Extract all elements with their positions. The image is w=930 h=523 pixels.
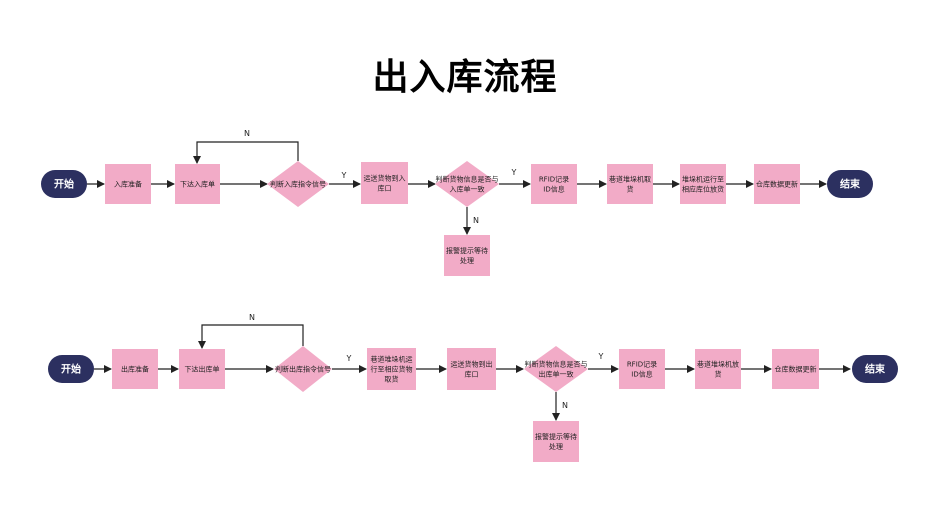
in-step-update bbox=[754, 164, 800, 204]
out-label-yes-1: Y bbox=[346, 354, 352, 363]
in-label-yes-1: Y bbox=[341, 171, 347, 180]
out-decision-match bbox=[524, 346, 588, 392]
out-loop-no bbox=[198, 324, 304, 349]
in-decision-match bbox=[435, 161, 499, 207]
in-step-stacker-place-label: 堆垛机运行至相应库位放货 bbox=[682, 174, 724, 193]
in-step-prepare-label: 入库准备 bbox=[114, 179, 142, 188]
in-step-prepare bbox=[105, 164, 151, 204]
out-start-terminal bbox=[48, 355, 94, 383]
out-step-stacker-put bbox=[695, 349, 741, 389]
out-label-no: N bbox=[562, 401, 568, 410]
out-label-yes-2: Y bbox=[598, 352, 604, 361]
out-step-transport-label: 运送货物到出库口 bbox=[451, 359, 493, 378]
in-start-terminal-label: 开始 bbox=[54, 178, 74, 191]
in-step-rfid bbox=[531, 164, 577, 204]
out-step-stacker-pick bbox=[367, 348, 416, 390]
in-start-terminal bbox=[41, 170, 87, 198]
in-step-stacker-take bbox=[607, 164, 653, 204]
out-decision-signal-label: 判断出库指令信号 bbox=[275, 364, 331, 373]
out-step-stacker-pick-label: 巷道堆垛机运行至相应货物取货 bbox=[371, 354, 413, 383]
out-step-alarm bbox=[533, 421, 579, 462]
in-step-stacker-take-label: 巷道堆垛机取货 bbox=[609, 174, 651, 193]
out-decision-match-label: 判断货物信息是否与出库单一致 bbox=[525, 359, 588, 378]
out-end-terminal bbox=[852, 355, 898, 383]
in-label-yes-2: Y bbox=[511, 168, 517, 177]
out-step-prepare-label: 出库准备 bbox=[121, 364, 149, 373]
out-step-update-label: 仓库数据更新 bbox=[775, 364, 817, 373]
out-step-alarm-label: 报警提示等待处理 bbox=[535, 432, 577, 451]
out-step-issue bbox=[179, 349, 225, 389]
in-step-transport-label: 运送货物到入库口 bbox=[364, 173, 406, 192]
in-label-loop-n: N bbox=[244, 129, 250, 138]
in-step-issue-label: 下达入库单 bbox=[180, 179, 215, 188]
in-step-stacker-place bbox=[680, 164, 726, 204]
in-step-update-label: 仓库数据更新 bbox=[756, 179, 798, 188]
in-decision-signal bbox=[267, 161, 329, 207]
in-end-terminal-label: 结束 bbox=[840, 178, 861, 191]
out-end-terminal-label: 结束 bbox=[865, 363, 886, 376]
out-step-stacker-put-label: 巷道堆垛机放货 bbox=[697, 359, 739, 378]
in-step-issue bbox=[175, 164, 220, 204]
in-decision-signal-label: 判断入库指令信号 bbox=[270, 179, 326, 188]
out-step-update bbox=[772, 349, 819, 389]
out-start-terminal-label: 开始 bbox=[61, 363, 81, 376]
in-decision-match-label: 判断货物信息是否与入库单一致 bbox=[436, 174, 499, 193]
in-loop-no bbox=[193, 141, 299, 164]
in-step-alarm-label: 报警提示等待处理 bbox=[446, 246, 488, 265]
in-step-transport bbox=[361, 162, 408, 204]
page-title: 出入库流程 bbox=[372, 57, 558, 98]
out-decision-signal bbox=[274, 346, 332, 392]
in-label-no: N bbox=[473, 216, 479, 225]
out-step-issue-label: 下达出库单 bbox=[185, 364, 220, 373]
out-step-rfid bbox=[619, 349, 665, 389]
out-step-prepare bbox=[112, 349, 158, 389]
in-end-terminal bbox=[827, 170, 873, 198]
in-step-alarm bbox=[444, 235, 490, 276]
out-step-transport bbox=[447, 348, 496, 390]
out-label-loop-n: N bbox=[249, 313, 255, 322]
